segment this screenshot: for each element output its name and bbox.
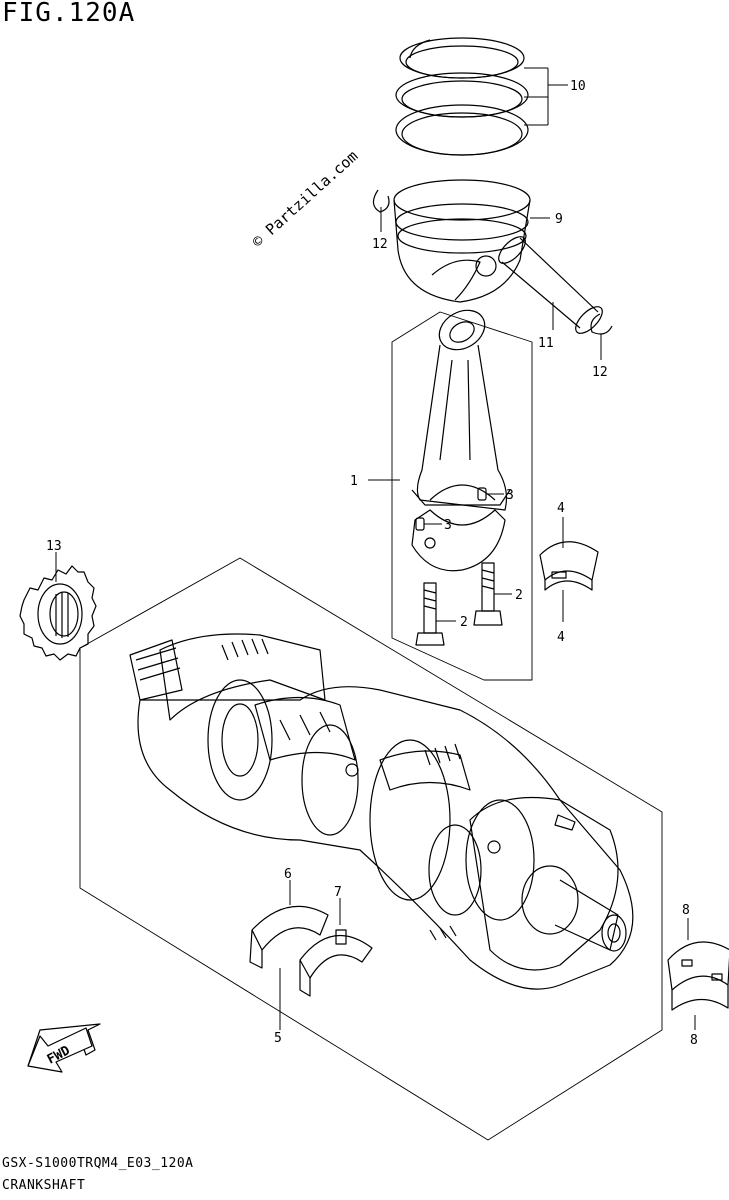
con-rod-bearing — [539, 541, 599, 591]
leader-lines — [55, 67, 696, 1030]
callout-13: 13 — [46, 539, 62, 554]
callout-2-left: 2 — [460, 615, 468, 630]
piston-pin — [498, 236, 603, 334]
diagram-code: GSX-S1000TRQM4_E03_120A — [2, 1156, 194, 1171]
callout-9: 9 — [555, 212, 563, 227]
crankshaft — [129, 633, 634, 990]
callout-4-lower: 4 — [557, 630, 565, 645]
callout-3-upper: 3 — [506, 488, 514, 503]
circlip-left — [372, 189, 390, 213]
callout-12-left: 12 — [372, 237, 388, 252]
crankshaft-frame — [79, 557, 663, 1141]
callout-8-lower: 8 — [690, 1033, 698, 1048]
forward-arrow-icon — [27, 1023, 101, 1073]
thrust-bearing-7 — [299, 929, 373, 997]
connecting-rod — [411, 309, 511, 572]
callout-labels: 10 9 12 11 12 1 3 3 2 2 4 4 13 6 7 5 8 8 — [46, 79, 698, 1048]
callout-11: 11 — [538, 336, 554, 351]
callout-7: 7 — [334, 885, 342, 900]
diagram-caption: CRANKSHAFT — [2, 1178, 86, 1193]
thrust-bearing-6 — [249, 905, 329, 969]
connecting-rod-frame — [391, 311, 533, 681]
callout-1: 1 — [350, 474, 358, 489]
main-bearing — [667, 941, 729, 1011]
callout-2-right: 2 — [515, 588, 523, 603]
piston — [393, 179, 531, 303]
callout-12-right: 12 — [592, 365, 608, 380]
piston-ring-set — [395, 37, 529, 156]
callout-8-upper: 8 — [682, 903, 690, 918]
callout-4-upper: 4 — [557, 501, 565, 516]
circlip-right — [590, 313, 613, 335]
dowel-pin-lower — [415, 517, 425, 531]
watermark: © Partzilla.com — [249, 147, 362, 251]
con-rod-bolt-right — [473, 562, 503, 626]
figure-title: FIG.120A — [2, 0, 136, 28]
callout-10: 10 — [570, 79, 586, 94]
callout-6: 6 — [284, 867, 292, 882]
crank-gear — [19, 565, 97, 661]
callout-3-lower: 3 — [444, 518, 452, 533]
callout-5: 5 — [274, 1031, 282, 1046]
con-rod-bolt-left — [415, 582, 445, 646]
